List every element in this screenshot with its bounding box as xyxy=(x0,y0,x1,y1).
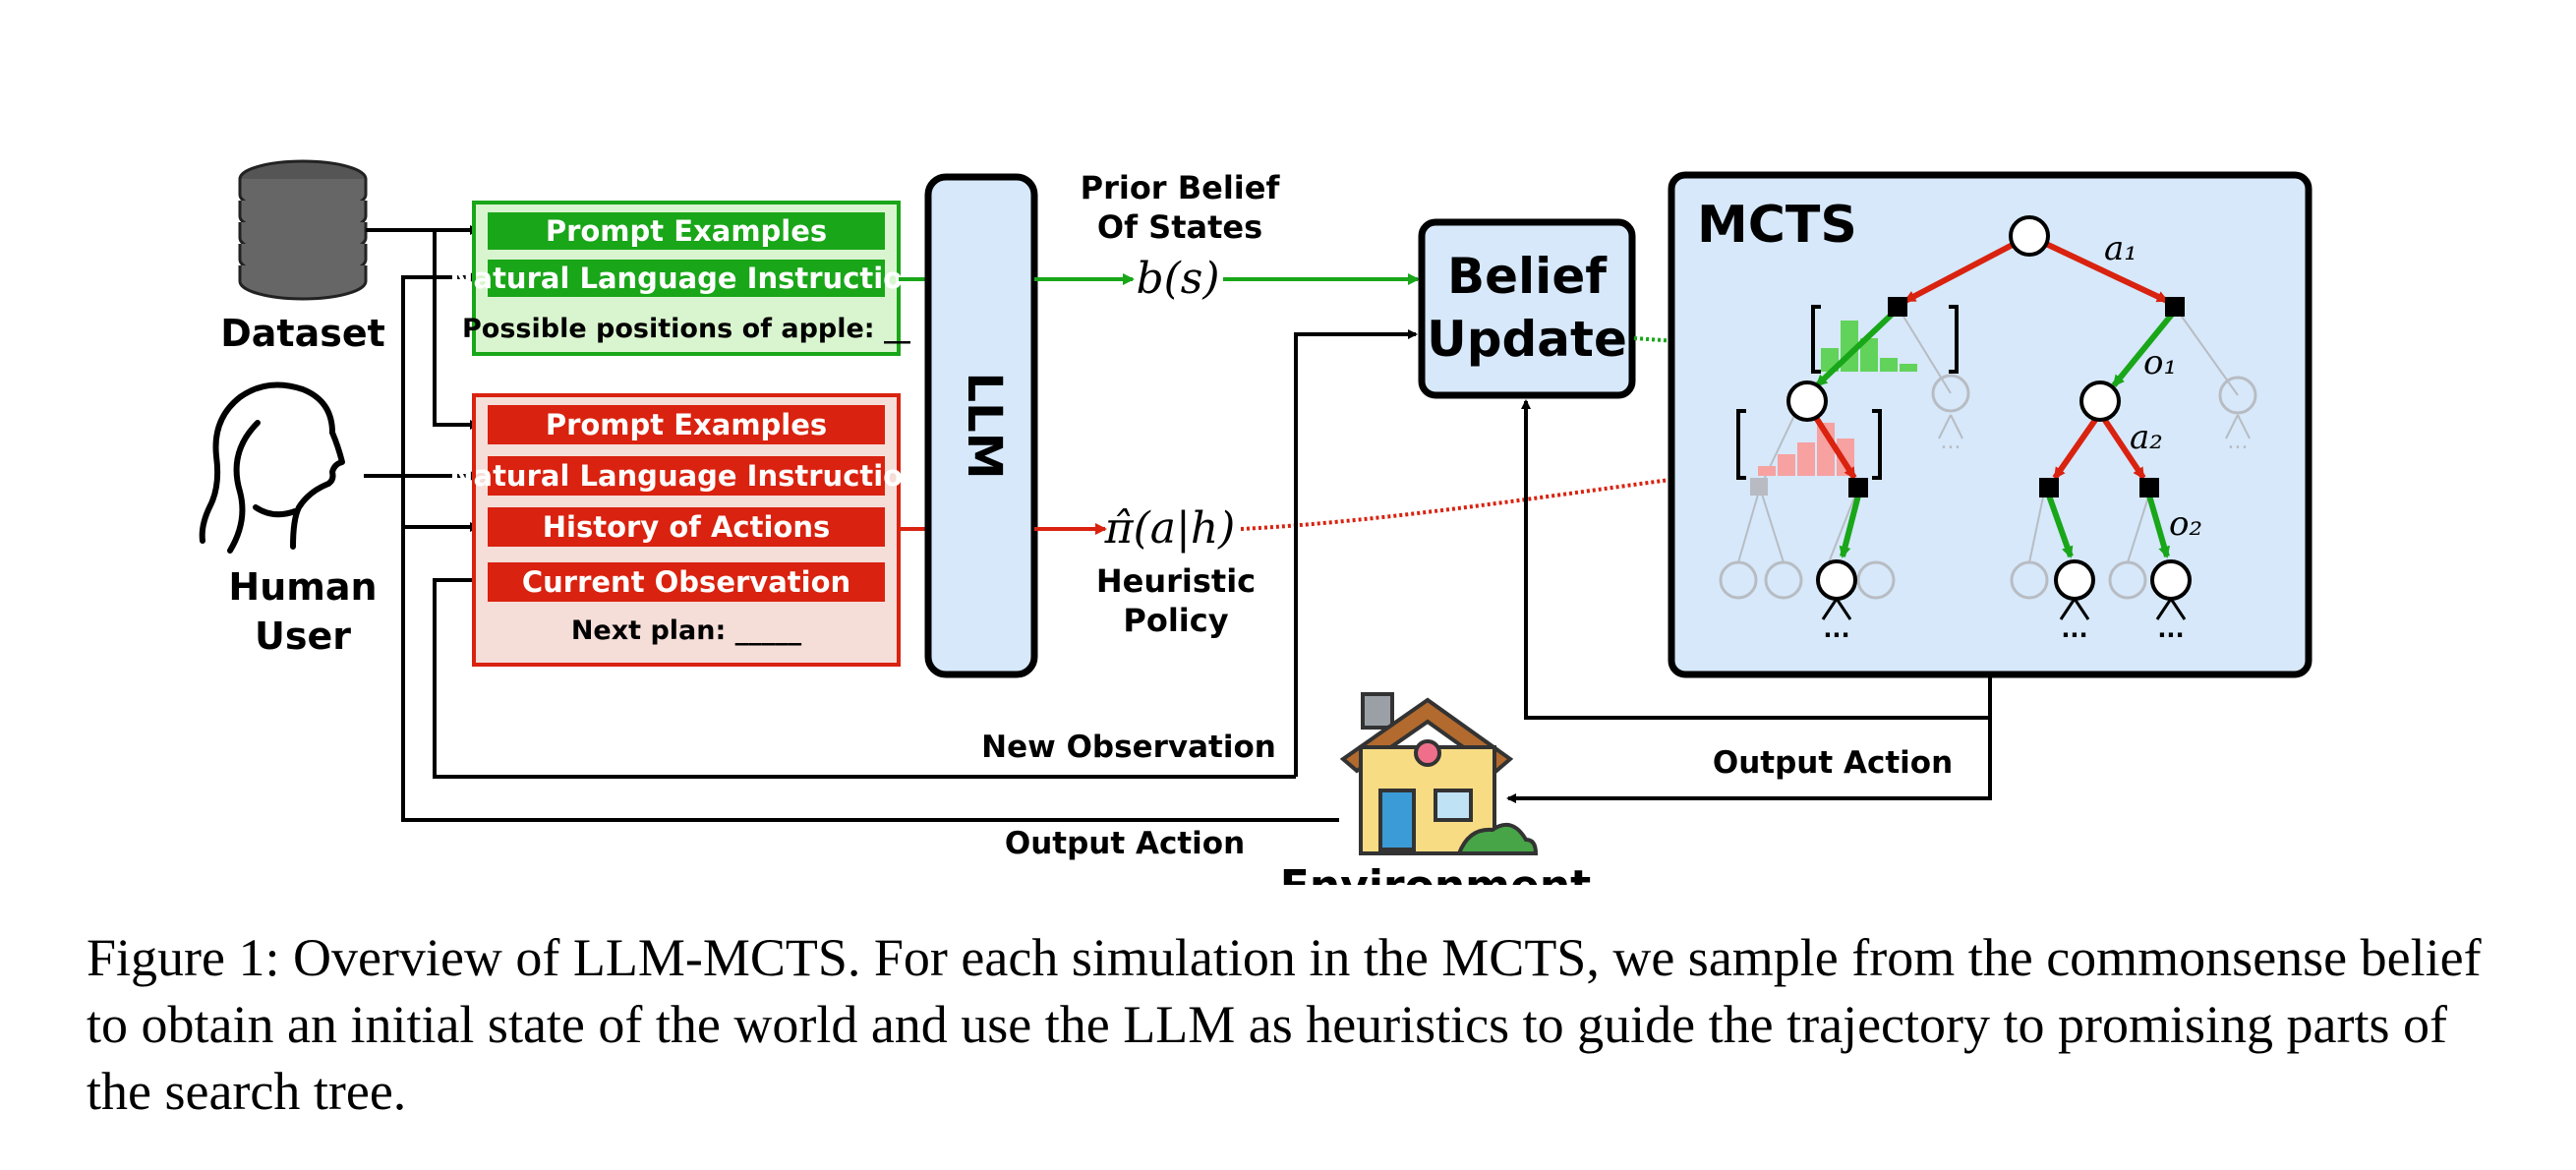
house-icon xyxy=(1339,692,1539,855)
environment-label: Environment xyxy=(1280,861,1591,885)
belief-update-box: Belief Update xyxy=(1418,218,1636,399)
svg-text:...: ... xyxy=(1941,430,1961,454)
prior-belief-line2: Of States xyxy=(1097,208,1262,246)
heuristic-line2: Policy xyxy=(1123,602,1228,639)
mcts-label: MCTS xyxy=(1697,196,1857,255)
red-prompt-box: Prompt Examples Natural Language Instruc… xyxy=(449,393,923,667)
human-label-line1: Human xyxy=(228,565,377,609)
mcts-box: MCTS ... ... xyxy=(1668,171,2313,678)
label-o1: o₁ xyxy=(2143,343,2177,382)
red-current-observation: Current Observation xyxy=(522,565,850,599)
figure-caption: Figure 1: Overview of LLM-MCTS. For each… xyxy=(87,928,2482,1121)
green-prompt-footer: Possible positions of apple: __ xyxy=(462,314,910,344)
belief-math: b(s) xyxy=(1136,254,1219,304)
svg-text:...: ... xyxy=(2061,615,2087,643)
red-prompt-footer: Next plan: _____ xyxy=(571,615,802,646)
red-prompt-examples: Prompt Examples xyxy=(546,408,827,441)
output-loops xyxy=(1506,399,1992,803)
heuristic-math: π̂(a|h) xyxy=(1104,503,1236,554)
input-connectors xyxy=(364,225,1339,822)
heuristic-line1: Heuristic xyxy=(1096,562,1256,600)
llm-label: LLM xyxy=(957,373,1012,480)
svg-text:...: ... xyxy=(2157,615,2184,643)
green-prompt-examples: Prompt Examples xyxy=(546,214,827,248)
belief-update-line2: Update xyxy=(1427,311,1627,368)
green-histogram xyxy=(1811,305,1959,374)
red-histogram xyxy=(1736,409,1882,480)
label-a1: a₁ xyxy=(2104,229,2137,268)
svg-text:...: ... xyxy=(2228,430,2249,454)
label-a2: a₂ xyxy=(2130,418,2163,457)
new-observation-label: New Observation xyxy=(981,730,1276,765)
output-action-bottom: Output Action xyxy=(1005,826,1245,861)
red-nl-instruction: Natural Language Instruction xyxy=(449,459,923,493)
belief-update-line1: Belief xyxy=(1447,248,1608,305)
new-observation-line xyxy=(1294,329,1418,777)
green-nl-instruction: Natural Language Instruction xyxy=(449,262,923,295)
heuristic-to-tree-arrow xyxy=(1240,461,1736,531)
human-label-line2: User xyxy=(255,614,351,658)
output-action-right: Output Action xyxy=(1713,745,1953,781)
llm-mcts-diagram: Dataset Human User Prompt Examples Natur… xyxy=(199,159,2313,885)
label-o2: o₂ xyxy=(2169,504,2202,544)
llm-box: LLM xyxy=(899,173,1038,678)
green-prompt-box: Prompt Examples Natural Language Instruc… xyxy=(449,201,923,356)
human-user-icon xyxy=(199,381,345,554)
svg-text:...: ... xyxy=(1823,615,1849,643)
prior-belief-line1: Prior Belief xyxy=(1081,169,1281,206)
database-icon xyxy=(238,159,368,301)
dataset-label: Dataset xyxy=(220,312,385,355)
red-history-of-actions: History of Actions xyxy=(543,510,830,544)
